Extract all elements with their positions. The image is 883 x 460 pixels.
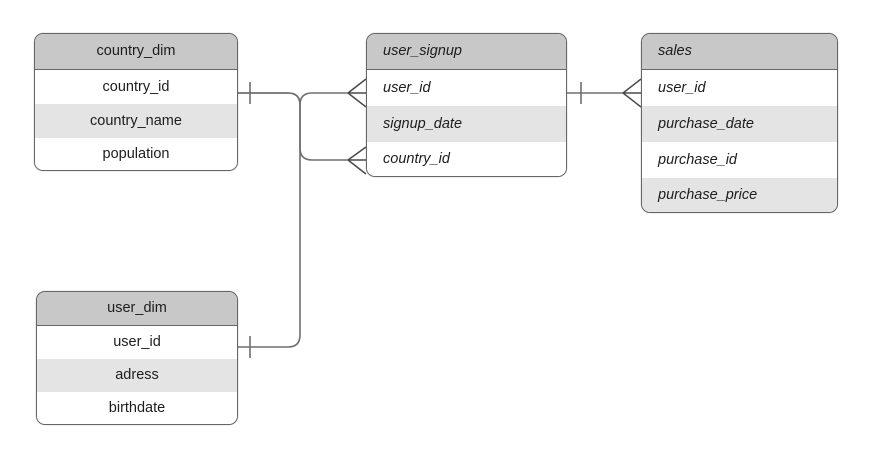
field-row-user-dim-user-id[interactable]: user_id bbox=[37, 326, 237, 359]
field-row-adress[interactable]: adress bbox=[37, 359, 237, 392]
field-row-country-id[interactable]: country_id bbox=[367, 142, 566, 176]
field-row-purchase-id[interactable]: purchase_id bbox=[642, 142, 837, 178]
connector-user-dim-to-user-signup bbox=[238, 105, 301, 348]
field-row-sales-user-id[interactable]: user_id bbox=[642, 70, 837, 106]
field-row-birthdate[interactable]: birthdate bbox=[37, 392, 237, 424]
field-row-user-id[interactable]: user_id bbox=[367, 70, 566, 106]
crowsfoot-sales-user-id bbox=[622, 78, 642, 108]
entity-title-user-dim: user_dim bbox=[37, 292, 237, 326]
entity-country-dim[interactable]: country_dim country_id country_name popu… bbox=[34, 33, 238, 171]
connector-country-dim-trunk bbox=[238, 92, 348, 161]
field-row-country-name[interactable]: country_name bbox=[35, 104, 237, 138]
entity-user-signup[interactable]: user_signup user_id signup_date country_… bbox=[366, 33, 567, 177]
entity-title-country-dim: country_dim bbox=[35, 34, 237, 70]
entity-title-user-signup: user_signup bbox=[367, 34, 566, 70]
field-row-purchase-price[interactable]: purchase_price bbox=[642, 178, 837, 212]
connector-country-dim-to-user-signup bbox=[238, 92, 348, 106]
entity-sales[interactable]: sales user_id purchase_date purchase_id … bbox=[641, 33, 838, 213]
field-row-population[interactable]: population bbox=[35, 138, 237, 170]
crowsfoot-user-signup-country-id bbox=[347, 146, 367, 175]
crowsfoot-user-signup-user-id bbox=[347, 78, 367, 108]
field-row-country-id[interactable]: country_id bbox=[35, 70, 237, 104]
entity-title-sales: sales bbox=[642, 34, 837, 70]
entity-user-dim[interactable]: user_dim user_id adress birthdate bbox=[36, 291, 238, 425]
field-row-signup-date[interactable]: signup_date bbox=[367, 106, 566, 142]
field-row-purchase-date[interactable]: purchase_date bbox=[642, 106, 837, 142]
